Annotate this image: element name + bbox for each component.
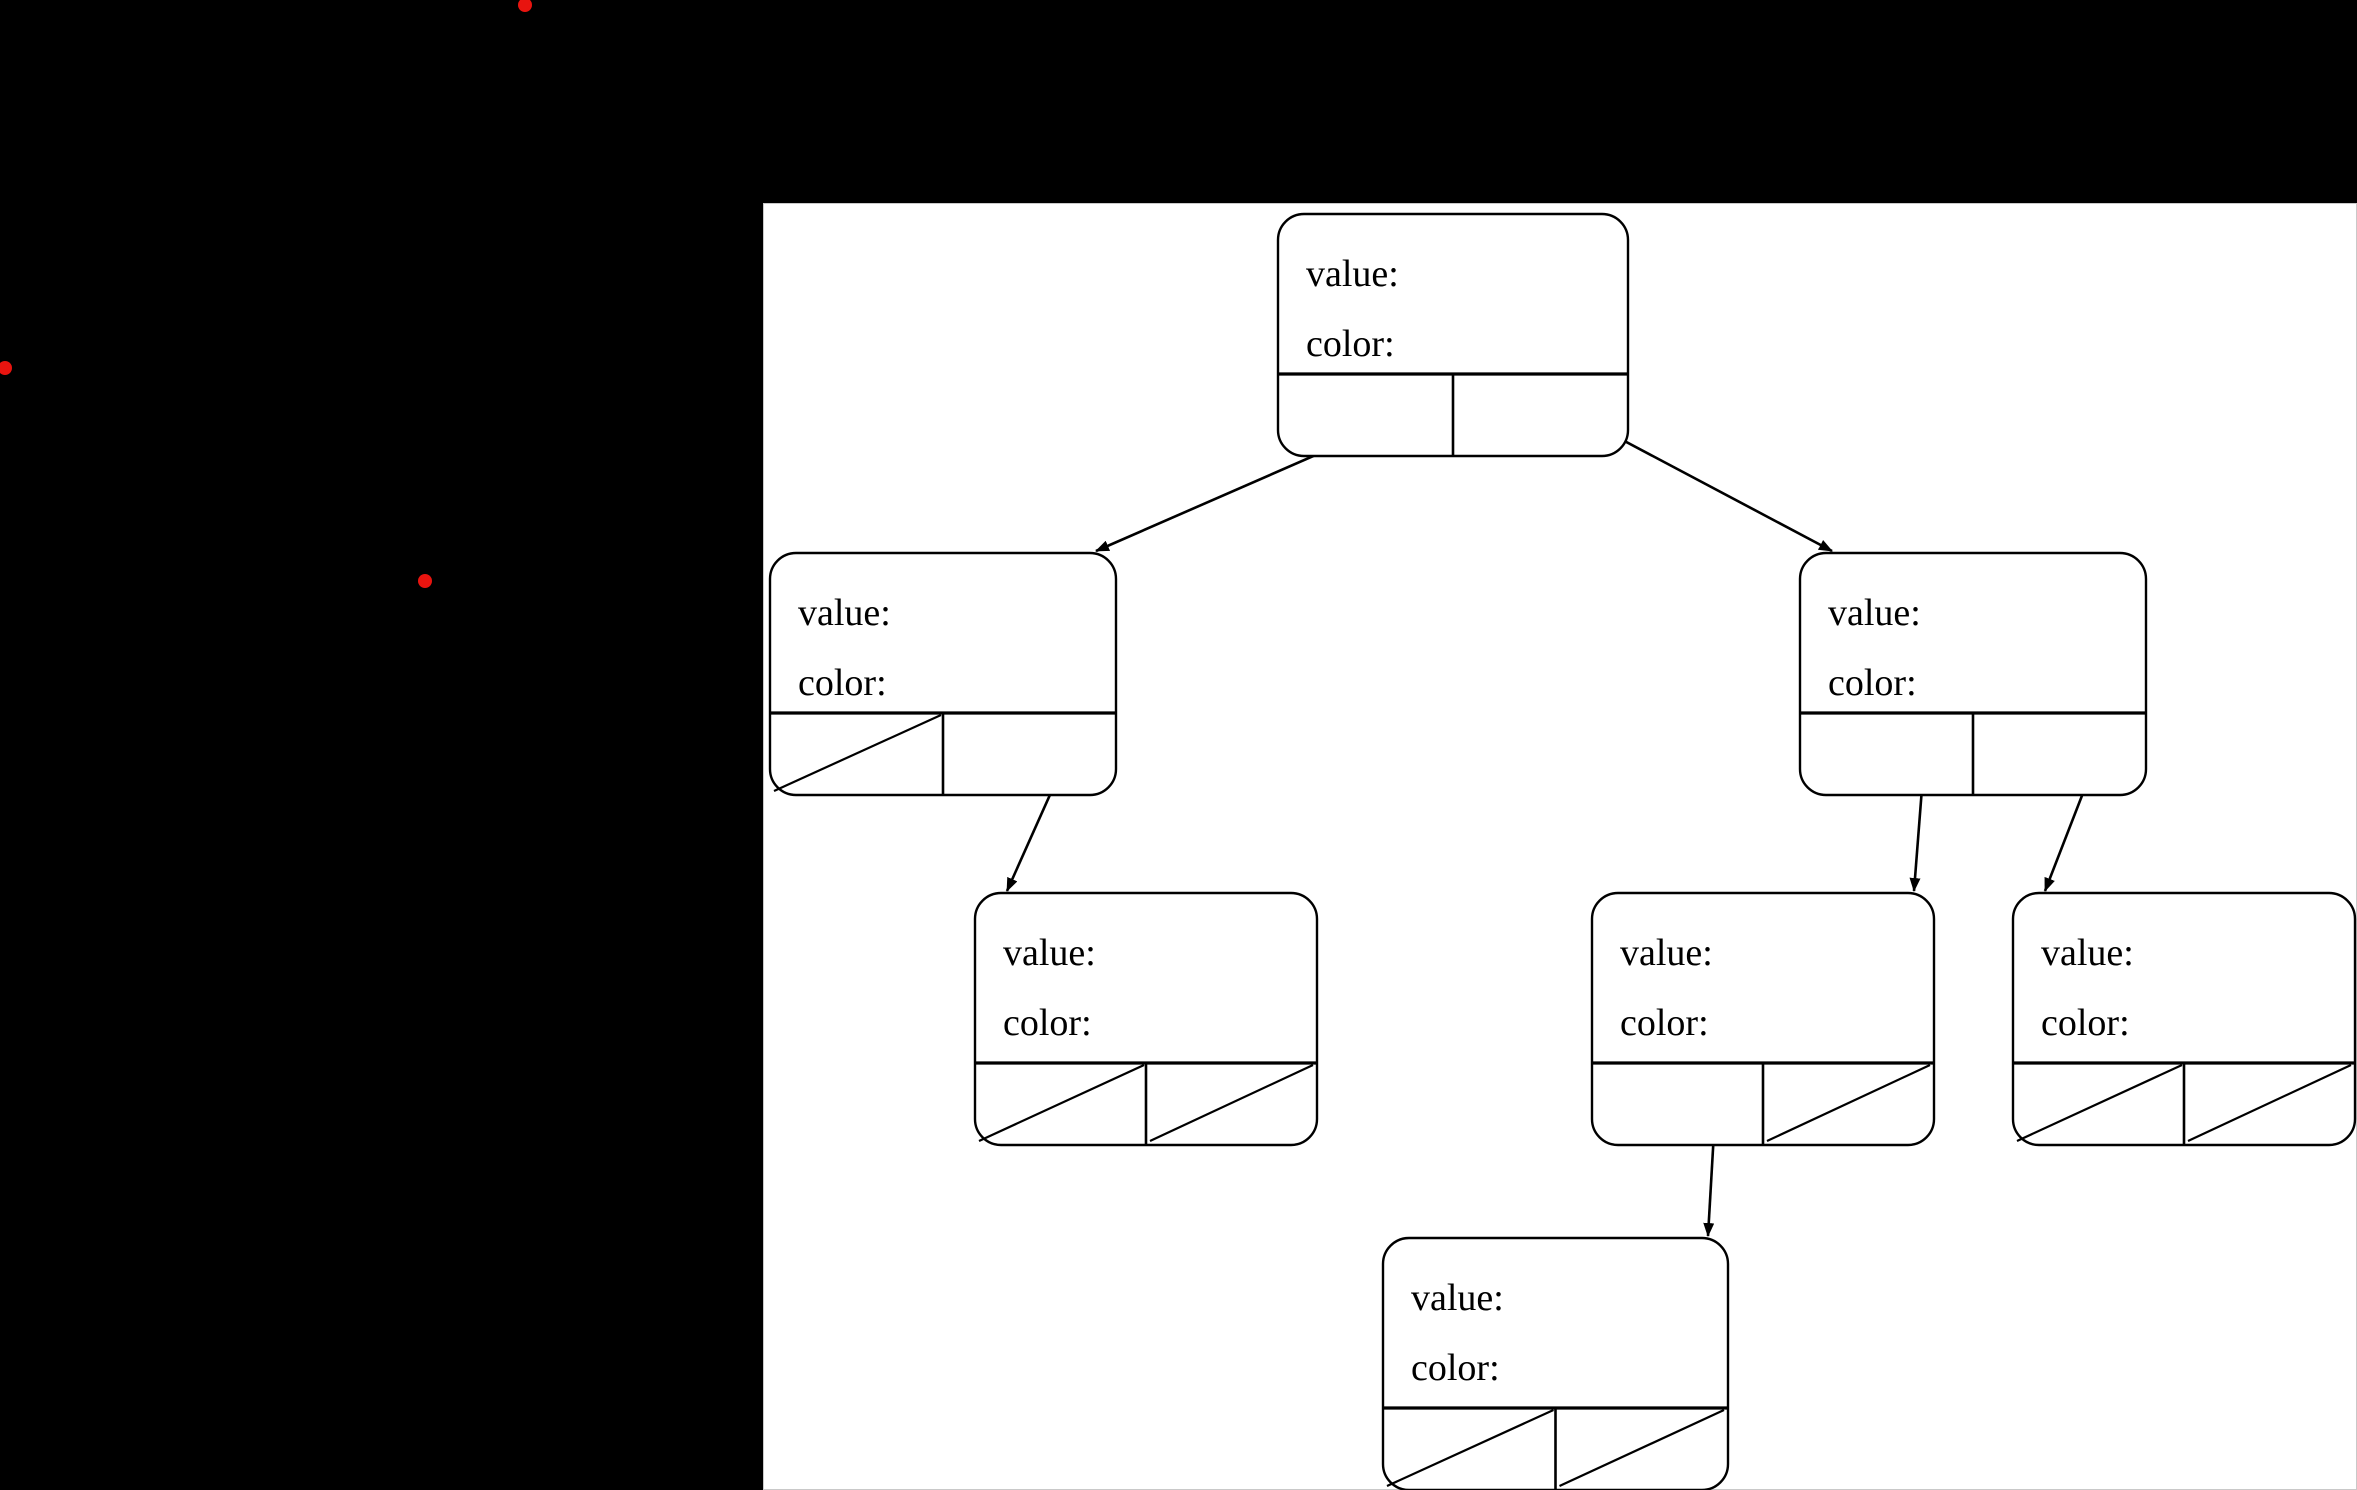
node-value-label: value: [1306, 253, 1399, 295]
node-color-label: color: [798, 662, 887, 704]
node-value-label: value: [1003, 932, 1096, 974]
node-value-label: value: [1620, 932, 1713, 974]
red-marker-dot [518, 0, 532, 12]
node-value-label: value: [1411, 1277, 1504, 1319]
node-value-label: value: [798, 592, 891, 634]
node-value-label: value: [2041, 932, 2134, 974]
node-color-label: color: [1306, 323, 1395, 365]
red-marker-dot [418, 574, 432, 588]
diagram-canvas[interactable] [763, 203, 2357, 1490]
node-color-label: color: [2041, 1002, 2130, 1044]
node-color-label: color: [1003, 1002, 1092, 1044]
node-color-label: color: [1828, 662, 1917, 704]
node-color-label: color: [1620, 1002, 1709, 1044]
node-value-label: value: [1828, 592, 1921, 634]
node-color-label: color: [1411, 1347, 1500, 1389]
red-marker-dot [0, 361, 12, 375]
